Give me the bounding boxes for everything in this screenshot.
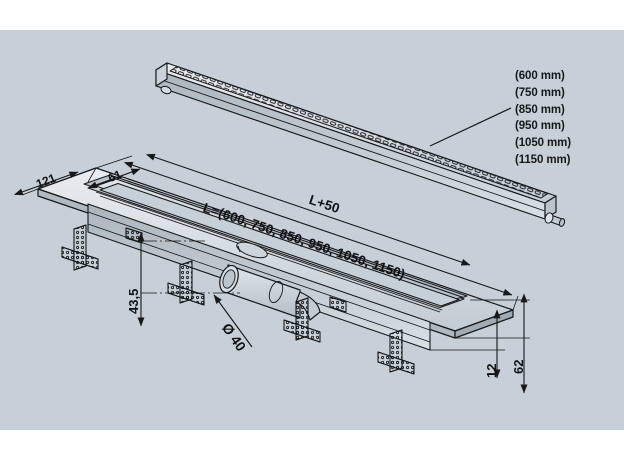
support-leg bbox=[61, 224, 99, 271]
dim-height-total-line bbox=[13, 171, 79, 196]
dimension-lines bbox=[13, 153, 530, 394]
length-option: (850 mm) bbox=[515, 103, 565, 116]
dim-label-body-height: 62 bbox=[511, 359, 526, 374]
support-leg bbox=[377, 329, 415, 375]
grate-length-options-list: (600 mm) (750 mm) (850 mm) (950 mm) (105… bbox=[515, 68, 623, 169]
length-option: (600 mm) bbox=[515, 70, 565, 82]
dim-length-flange-line bbox=[123, 161, 513, 296]
length-option: (950 mm) bbox=[515, 120, 565, 133]
dim-label-outlet-height: 43,5 bbox=[126, 288, 141, 314]
length-option: (1150 mm) bbox=[515, 153, 571, 166]
dim-outlet-diameter-leader bbox=[213, 294, 253, 348]
support-leg bbox=[283, 297, 321, 343]
grate-length-leader-line bbox=[429, 107, 512, 147]
length-option: (750 mm) bbox=[515, 86, 565, 99]
perforated-grate bbox=[155, 62, 566, 227]
dim-label-lip-height: 12 bbox=[484, 363, 499, 378]
length-option: (1050 mm) bbox=[515, 137, 571, 150]
